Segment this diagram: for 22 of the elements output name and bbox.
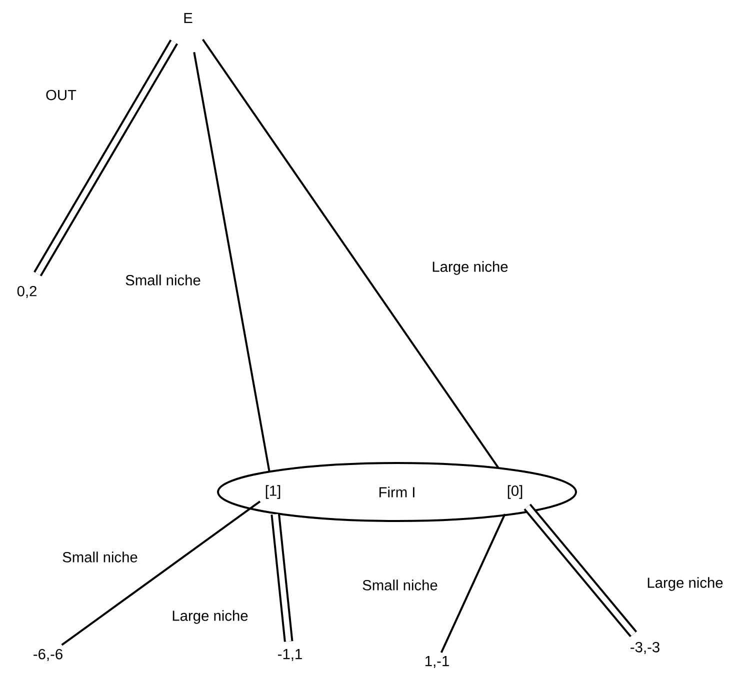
player-label: E bbox=[184, 12, 192, 24]
payoff-label: -6,-6 bbox=[34, 648, 62, 662]
edge-label: OUT bbox=[44, 88, 78, 102]
edge-label: Small niche bbox=[360, 578, 440, 592]
payoff-label: -3,-3 bbox=[630, 642, 660, 654]
game-tree-branch bbox=[34, 40, 178, 276]
edge-label: Large niche bbox=[645, 576, 725, 592]
game-tree-branch bbox=[61, 500, 261, 646]
edge-label: Small niche bbox=[124, 273, 202, 287]
edge-label: Large niche bbox=[170, 608, 250, 626]
game-tree-branch bbox=[193, 52, 270, 472]
belief-label: [1] bbox=[266, 485, 280, 499]
belief-label: [0] bbox=[508, 485, 522, 499]
payoff-label: 1,-1 bbox=[425, 656, 449, 668]
game-tree-branch bbox=[270, 514, 294, 642]
game-tree-branch bbox=[202, 38, 500, 469]
game-tree-branch bbox=[524, 504, 638, 638]
edge-label: Large niche bbox=[430, 260, 510, 276]
payoff-label: -1,1 bbox=[278, 649, 302, 661]
payoff-label: 0,2 bbox=[17, 286, 36, 298]
game-tree-branch bbox=[440, 514, 506, 653]
edge-label: Small niche bbox=[60, 550, 140, 564]
